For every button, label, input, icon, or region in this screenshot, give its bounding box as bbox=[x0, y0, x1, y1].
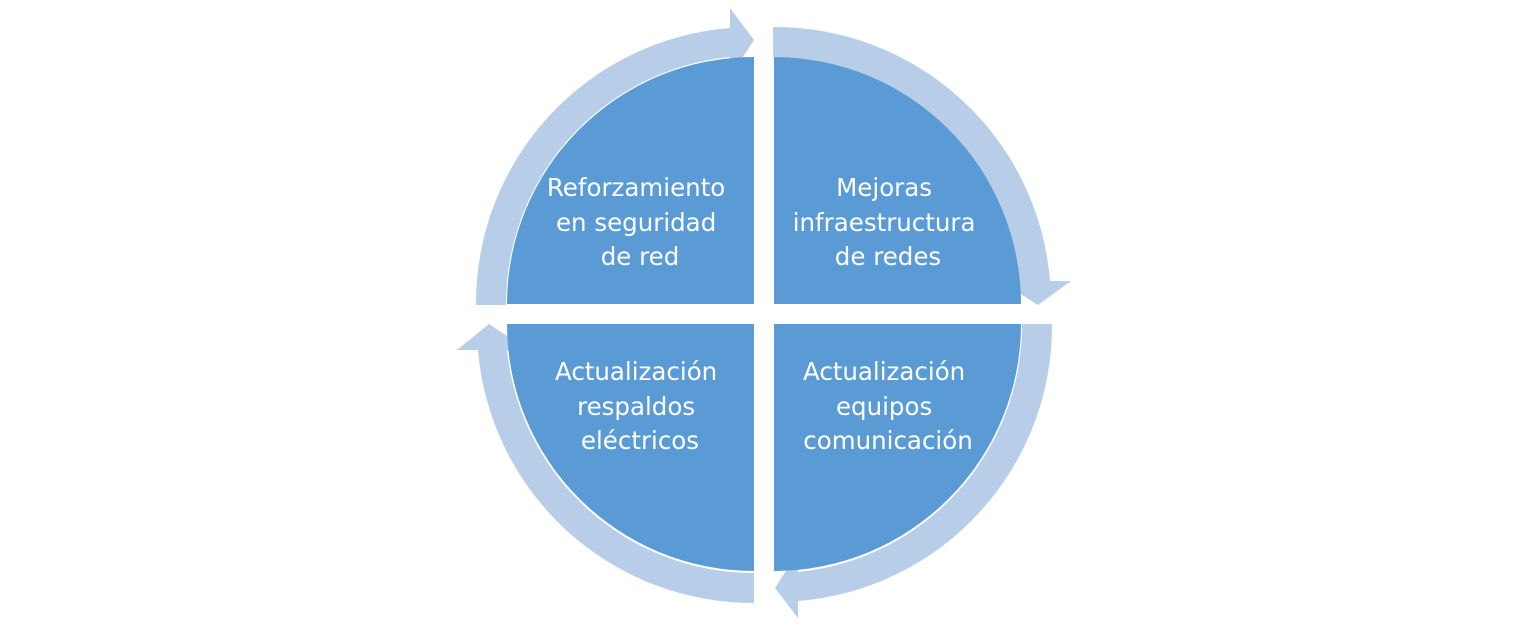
label-line: Mejoras bbox=[836, 173, 932, 202]
cycle-arrow-top-left bbox=[475, 8, 754, 305]
label-line: equipos bbox=[836, 392, 932, 421]
segment-label-bottom-right: Actualización equipos comunicación bbox=[803, 357, 973, 455]
cycle-arrow-bottom-right bbox=[775, 324, 1053, 618]
label-line: de redes bbox=[835, 242, 941, 271]
label-line: comunicación bbox=[803, 426, 972, 455]
cycle-segment-top-right bbox=[774, 57, 1021, 304]
segment-label-top-right: Mejoras infraestructura de redes bbox=[793, 173, 984, 271]
label-line: Actualización bbox=[555, 357, 717, 386]
segment-label-top-left: Reforzamiento en seguridad de red bbox=[547, 173, 733, 271]
label-line: Actualización bbox=[803, 357, 965, 386]
cycle-segment-bottom-right bbox=[774, 324, 1021, 571]
label-line: en seguridad bbox=[556, 208, 716, 237]
label-line: respaldos bbox=[577, 392, 695, 421]
label-line: eléctricos bbox=[581, 426, 699, 455]
label-line: Reforzamiento bbox=[547, 173, 725, 202]
cycle-segment-top-left bbox=[507, 57, 754, 304]
segment-label-bottom-left: Actualización respaldos eléctricos bbox=[555, 357, 725, 455]
cycle-arrow-bottom-left bbox=[457, 324, 754, 604]
cycle-arrow-top-right bbox=[773, 26, 1071, 305]
cycle-segment-bottom-left bbox=[507, 324, 754, 571]
label-line: infraestructura bbox=[793, 208, 976, 237]
label-line: de red bbox=[601, 242, 680, 271]
